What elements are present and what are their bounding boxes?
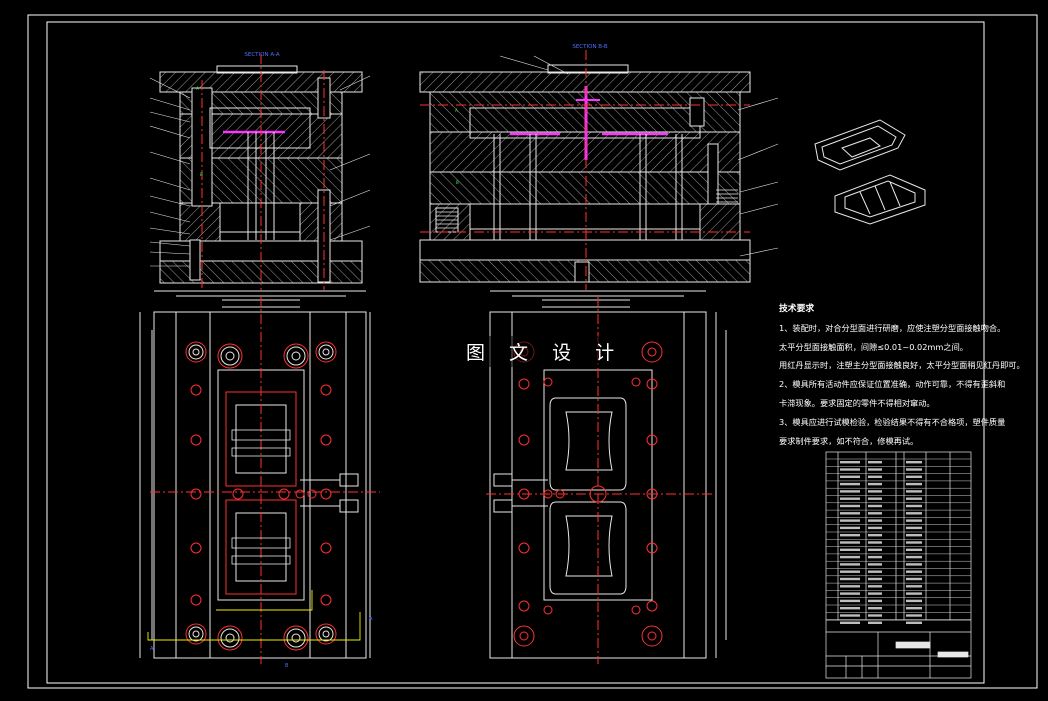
parts-list-entry-mark xyxy=(868,614,882,617)
section-a-a-label: SECTION A-A xyxy=(244,52,279,58)
parts-list-entry-mark xyxy=(840,607,860,610)
parts-list-entry-mark xyxy=(906,585,922,588)
parts-list-entry-mark xyxy=(840,614,860,617)
parts-list-rows xyxy=(826,458,971,624)
parts-list-entry-mark xyxy=(840,526,860,530)
parts-list-entry-mark xyxy=(906,570,922,573)
parts-list-entry-mark xyxy=(840,548,860,551)
section-b-b-label: SECTION B-B xyxy=(572,44,608,50)
parts-list-entry-mark xyxy=(868,490,882,493)
svg-text:B: B xyxy=(200,172,203,177)
parts-list-entry-mark xyxy=(906,541,922,544)
parts-list-table xyxy=(825,451,972,679)
parts-list-entry-mark xyxy=(868,599,882,603)
parts-list-entry-mark xyxy=(868,548,882,551)
parts-list-entry-mark xyxy=(868,592,882,595)
svg-text:A: A xyxy=(196,86,199,91)
parts-list-entry-mark xyxy=(840,534,860,537)
parts-list-entry-mark xyxy=(840,475,860,478)
parts-list-entry-mark xyxy=(906,614,922,617)
notes-line: 1、装配时，对合分型面进行研磨，应使注塑分型面接触吻合。 xyxy=(779,322,1006,333)
parts-list-entry-mark xyxy=(906,592,922,595)
parts-list-entry-mark xyxy=(840,592,860,595)
parts-list-entry-mark xyxy=(840,599,860,603)
parts-list-entry-mark xyxy=(840,512,860,515)
notes-line: 用红丹显示时，注塑主分型面接触良好，太平分型面稍见红丹即可。 xyxy=(779,360,1025,371)
parts-list-entry-mark xyxy=(906,475,922,478)
parts-list-entry-mark xyxy=(868,585,882,588)
parts-list-entry-mark xyxy=(868,512,882,515)
parts-list-entry-mark xyxy=(868,461,882,464)
parts-list-entry-mark xyxy=(906,555,922,559)
svg-text:B: B xyxy=(456,180,459,185)
parts-list-entry-mark xyxy=(906,504,922,508)
parts-list-entry-mark xyxy=(868,526,882,530)
parts-list-entry-mark xyxy=(840,577,860,581)
parts-list-entry-mark xyxy=(906,599,922,603)
parts-list-entry-mark xyxy=(906,468,922,471)
parts-list-entry-mark xyxy=(840,541,860,544)
parts-list-entry-mark xyxy=(868,555,882,559)
parts-list-entry-mark xyxy=(840,570,860,573)
parts-list-entry-mark xyxy=(840,490,860,493)
parts-list-entry-mark xyxy=(840,621,860,624)
parts-list-entry-mark xyxy=(906,577,922,581)
parts-list-entry-mark xyxy=(906,512,922,515)
parts-list-entry-mark xyxy=(840,504,860,508)
technical-requirements: 技术要求 1、装配时，对合分型面进行研磨，应使注塑分型面接触吻合。 太平分型面接… xyxy=(779,300,1025,450)
parts-list-entry-mark xyxy=(906,526,922,530)
outer-frame xyxy=(27,14,1038,689)
svg-text:A: A xyxy=(455,108,458,113)
parts-list-entry-mark xyxy=(906,490,922,493)
parts-list-entry-mark xyxy=(906,482,922,486)
moving-half-plan-view: A A B xyxy=(139,290,380,669)
parts-list-entry-mark xyxy=(906,534,922,537)
parts-list-entry-mark xyxy=(868,563,882,566)
parts-list-entry-mark xyxy=(868,519,882,522)
notes-title: 技术要求 xyxy=(779,304,815,314)
parts-list-entry-mark xyxy=(840,461,860,464)
notes-line: 卡滞现象。要求固定的零件不得相对窜动。 xyxy=(779,397,935,408)
parts-list-entry-mark xyxy=(840,585,860,588)
parts-list-entry-mark xyxy=(906,497,922,500)
parts-list-entry-mark xyxy=(840,555,860,559)
parts-list-entry-mark xyxy=(840,482,860,486)
parts-list-entry-mark xyxy=(906,607,922,610)
svg-text:A: A xyxy=(369,616,373,622)
notes-line: 要求制件要求，如不符合，修模再试。 xyxy=(779,435,919,446)
parts-list-entry-mark xyxy=(840,497,860,500)
notes-line: 2、模具所有活动件应保证位置准确，动作可靠，不得有歪斜和 xyxy=(779,379,1006,390)
parts-list-entry-mark xyxy=(906,621,922,624)
parts-list-entry-mark xyxy=(868,607,882,610)
svg-text:B: B xyxy=(285,663,289,669)
parts-list-entry-mark xyxy=(868,534,882,537)
svg-text:A: A xyxy=(150,646,154,652)
parts-list-entry-mark xyxy=(868,570,882,573)
section-a-a-view: SECTION A-A A B xyxy=(149,52,371,290)
section-b-b-view: SECTION B-B xyxy=(419,44,779,290)
product-isometric-views xyxy=(814,119,926,225)
parts-list-entry-mark xyxy=(840,468,860,471)
parts-list-entry-mark xyxy=(868,468,882,471)
parts-list-entry-mark xyxy=(868,541,882,544)
parts-list-entry-mark xyxy=(906,461,922,464)
parts-list-entry-mark xyxy=(906,548,922,551)
parts-list-entry-mark xyxy=(868,475,882,478)
parts-list-entry-mark xyxy=(906,563,922,566)
notes-line: 3、模具应进行试模检验，检验结果不得有不合格项，塑件质量 xyxy=(779,416,1006,427)
watermark: 图 文 设 计 xyxy=(460,336,630,367)
parts-list-entry-mark xyxy=(840,563,860,566)
parts-list-entry-mark xyxy=(868,504,882,508)
parts-list-entry-mark xyxy=(906,519,922,522)
parts-list-entry-mark xyxy=(868,497,882,500)
notes-line: 太平分型面接触面积，间隙≤0.01~0.02mm之间。 xyxy=(779,341,968,352)
parts-list-entry-mark xyxy=(868,482,882,486)
parts-list-entry-mark xyxy=(868,621,882,624)
parts-list-entry-mark xyxy=(868,577,882,581)
parts-list-entry-mark xyxy=(840,519,860,522)
inner-frame xyxy=(46,21,985,684)
